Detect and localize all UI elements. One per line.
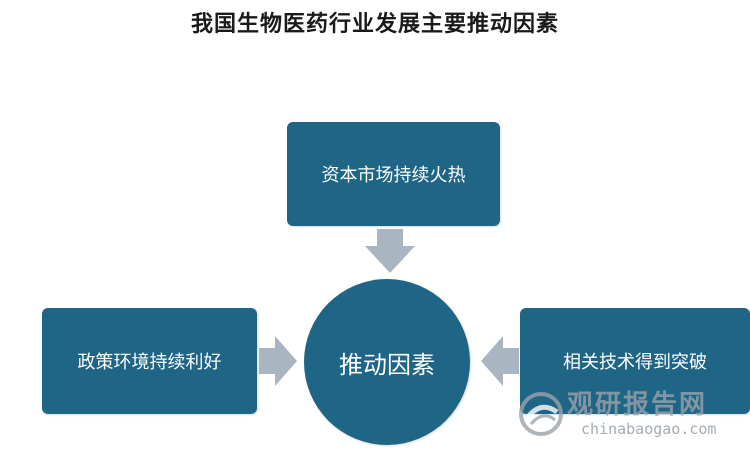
- arrow-down-icon: [365, 229, 415, 273]
- factor-label-left: 政策环境持续利好: [77, 352, 222, 373]
- watermark-logo-icon: [519, 392, 563, 436]
- diagram-title: 我国生物医药行业发展主要推动因素: [190, 11, 559, 37]
- watermark-cn: 观研报告网: [567, 390, 708, 420]
- factor-label-right: 相关技术得到突破: [563, 352, 707, 373]
- watermark: 观研报告网 chinabaogao.com: [517, 384, 747, 446]
- watermark-en: chinabaogao.com: [581, 420, 717, 438]
- center-label: 推动因素: [339, 350, 435, 379]
- factor-box-top: 资本市场持续火热: [287, 122, 500, 226]
- arrow-right-icon: [259, 336, 297, 386]
- center-circle: 推动因素: [304, 279, 470, 445]
- factor-label-top: 资本市场持续火热: [321, 165, 466, 186]
- factor-box-right: 相关技术得到突破: [520, 308, 750, 414]
- arrow-left-icon: [481, 336, 519, 386]
- factor-box-left: 政策环境持续利好: [42, 308, 257, 414]
